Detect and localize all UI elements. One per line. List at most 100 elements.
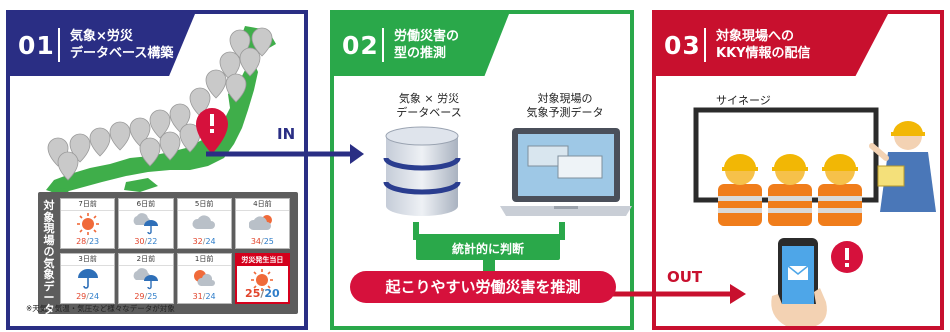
high-temperature: 25 [245, 287, 261, 300]
weather-cell: 5日前 32/24 [176, 198, 232, 249]
panel-kky-distribution: 03 対象現場への KKY情報の配信 サイネージ [652, 10, 944, 330]
weather-cell: 6日前 30/22 [118, 198, 174, 249]
low-temperature: 24 [88, 292, 100, 301]
panel-database-build: 01 気象×労災 データベース構築 [6, 10, 308, 330]
weather-day-label: 5日前 [177, 199, 231, 211]
database-label: 気象 × 労災 データベース [384, 92, 474, 120]
temperature-separator: / [202, 292, 206, 301]
temperature-separator: / [202, 237, 206, 246]
sun-icon [250, 269, 274, 295]
weather-day-label: 7日前 [61, 199, 115, 211]
database-label-line1: 気象 × 労災 [398, 92, 460, 105]
panel2-title-line2: 型の推測 [394, 46, 447, 61]
panel3-title-line1: 対象現場への [716, 29, 795, 44]
cloud-umbrella-icon [133, 213, 159, 239]
database-icon [383, 126, 461, 216]
step-number: 02 [342, 30, 379, 60]
in-arrow [206, 144, 364, 164]
weather-cell: 3日前 29/24 [60, 253, 116, 304]
step-number: 01 [18, 30, 55, 60]
weather-data-label: 対象現場の気象データ ※ [41, 200, 57, 329]
temperature-separator: / [260, 287, 265, 300]
weather-temperature: 29/25 [119, 292, 172, 301]
weather-temperature: 31/24 [178, 292, 231, 301]
step-number: 03 [664, 30, 701, 60]
weather-day-label: 3日前 [61, 254, 115, 266]
panel1-title-line2: データベース構築 [70, 46, 174, 61]
weather-day-label: 6日前 [119, 199, 173, 211]
high-temperature: 34 [250, 237, 262, 246]
high-temperature: 29 [76, 292, 87, 301]
worker-icon [768, 154, 812, 226]
weather-data-label-note: ※ [45, 318, 53, 326]
worker-icon [818, 154, 862, 226]
out-label: OUT [667, 268, 703, 286]
weather-temperature: 29/24 [61, 292, 114, 301]
weather-temperature: 30/22 [119, 237, 172, 246]
in-label: IN [277, 125, 296, 143]
disaster-inference-label: 起こりやすい労働災害を推測 [350, 271, 616, 303]
worker-icon [718, 154, 762, 226]
low-temperature: 23 [88, 237, 100, 246]
out-arrow [610, 284, 746, 304]
temperature-separator: / [144, 237, 148, 246]
panel1-header: 01 気象×労災 データベース構築 [10, 14, 195, 76]
weather-temperature: 32/24 [178, 237, 231, 246]
panel3-title: 対象現場への KKY情報の配信 [716, 28, 811, 62]
weather-temperature: 25/20 [237, 287, 288, 300]
weather-cell: 2日前 29/25 [118, 253, 174, 304]
location-pin-icons [47, 27, 273, 181]
weather-cell: 7日前 28/23 [60, 198, 116, 249]
database-label-line2: データベース [396, 106, 462, 119]
umbrella-icon [76, 268, 100, 294]
weather-day-label: 労災発生当日 [236, 255, 288, 266]
signage-workers-illustration [693, 107, 936, 226]
temperature-separator: / [86, 237, 89, 246]
weather-temperature: 34/25 [236, 237, 289, 246]
header-divider [58, 28, 60, 62]
sun-cloud-icon [191, 268, 217, 292]
weather-note: ※天気・気温・気圧など様々なデータが対象 [26, 304, 175, 313]
cloud-icon [191, 213, 217, 237]
cloud-sun-icon [248, 213, 275, 237]
low-temperature: 25 [263, 237, 274, 246]
weather-cell-today: 労災発生当日 25/20 [234, 253, 290, 304]
sun-icon [76, 213, 100, 239]
panel1-title: 気象×労災 データベース構築 [70, 28, 173, 62]
statistical-judgment-label: 統計的に判断 [416, 238, 560, 260]
header-divider [704, 28, 706, 62]
high-temperature: 30 [134, 237, 145, 246]
panel2-title: 労働災害の 型の推測 [394, 28, 459, 62]
signage-label: サイネージ [716, 94, 771, 107]
panel2-header: 02 労働災害の 型の推測 [334, 14, 509, 76]
temperature-separator: / [86, 292, 89, 301]
forecast-data-label-line2: 気象予測データ [526, 106, 604, 119]
low-temperature: 24 [205, 237, 216, 246]
temperature-separator: / [144, 292, 148, 301]
supervisor-icon [869, 121, 936, 212]
smartphone-hand-icon [771, 238, 827, 326]
forecast-data-label-line1: 対象現場の [537, 92, 593, 105]
weather-temperature: 28/23 [61, 237, 114, 246]
forecast-data-label: 対象現場の 気象予測データ [510, 92, 620, 120]
laptop-icon [500, 128, 632, 216]
cloud-umbrella-icon [133, 268, 159, 294]
low-temperature: 22 [147, 237, 158, 246]
temperature-separator: / [261, 237, 264, 246]
weather-day-label: 2日前 [119, 254, 173, 266]
panel3-title-line2: KKY情報の配信 [716, 46, 811, 61]
panel1-title-line1: 気象×労災 [70, 29, 133, 44]
high-temperature: 31 [192, 292, 203, 301]
incident-pin-icon [196, 108, 228, 154]
high-temperature: 28 [76, 237, 87, 246]
low-temperature: 25 [147, 292, 158, 301]
low-temperature: 24 [205, 292, 216, 301]
high-temperature: 29 [134, 292, 145, 301]
high-temperature: 32 [192, 237, 203, 246]
japan-map-illustration [46, 26, 276, 204]
